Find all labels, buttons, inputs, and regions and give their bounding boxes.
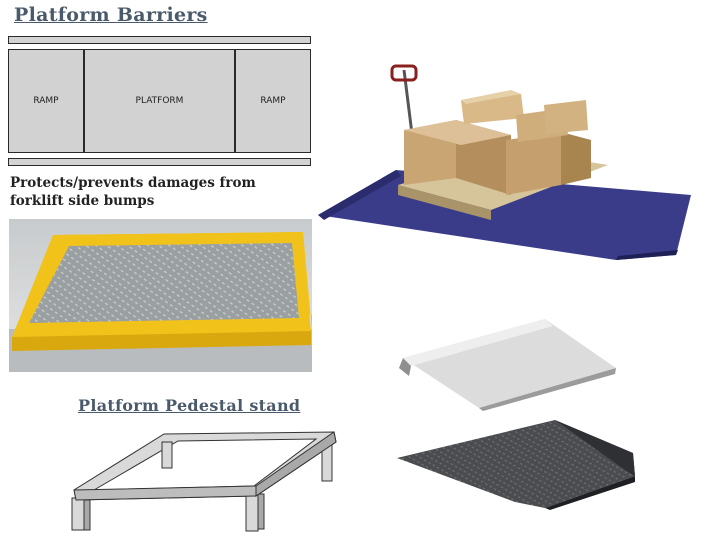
pedestal-stand-title: Platform Pedestal stand [78, 396, 301, 415]
barrier-rail-top [8, 36, 311, 44]
caption-line-2: forklift side bumps [10, 193, 155, 209]
floor-scale-pallet-photo [316, 60, 694, 260]
barrier-rail-bottom [8, 158, 311, 166]
right-ramp-box: RAMP [235, 49, 311, 153]
left-ramp-box: RAMP [8, 49, 84, 153]
pedestal-stand-drawing [66, 428, 340, 540]
left-ramp-label: RAMP [33, 96, 59, 106]
platform-barriers-title: Platform Barriers [14, 4, 208, 26]
caption-line-1: Protects/prevents damages from [10, 175, 256, 191]
right-ramp-label: RAMP [260, 96, 286, 106]
silver-ramp-photo [393, 316, 618, 411]
platform-box: PLATFORM [84, 49, 235, 153]
platform-label: PLATFORM [135, 96, 184, 106]
barrier-caption: Protects/prevents damages from forklift … [10, 174, 256, 210]
yellow-barrier-photo [9, 219, 312, 372]
dark-diamond-ramp-photo [395, 418, 635, 510]
